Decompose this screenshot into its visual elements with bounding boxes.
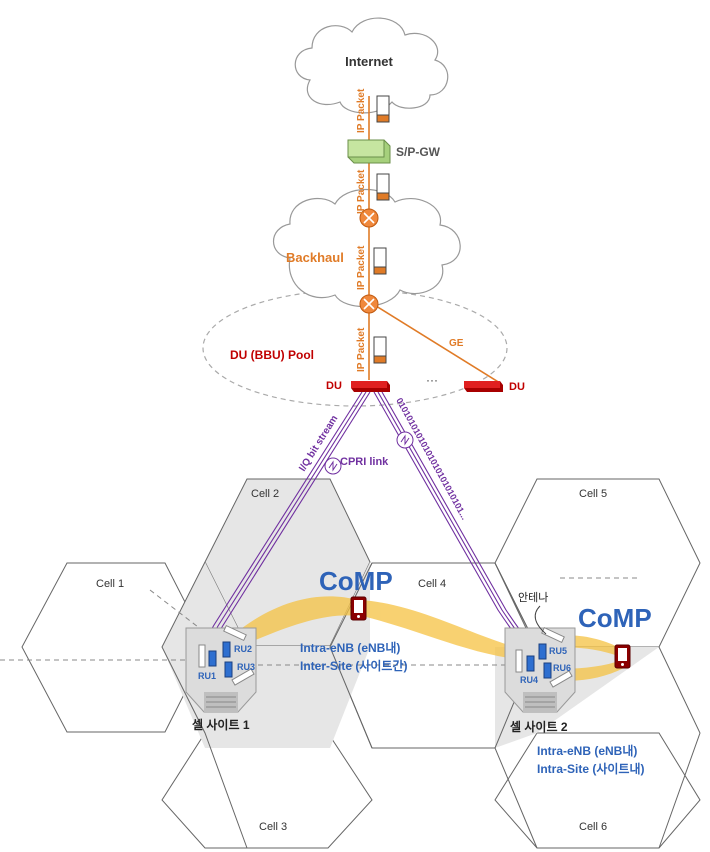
du-left-label: DU (326, 380, 342, 392)
bit-stream-digits: 01010101010101010101010101... (394, 396, 469, 521)
intra-site-line-2: Intra-Site (사이트내) (537, 761, 645, 776)
cell-4-label: Cell 4 (418, 578, 446, 590)
inter-site-line-2: Inter-Site (사이트간) (300, 658, 408, 673)
cell-2-label: Cell 2 (251, 488, 279, 500)
intra-site-line-1: Intra-eNB (eNB내) (537, 743, 637, 758)
cell-site-2-label: 셀 사이트 2 (510, 719, 568, 734)
ru1-icon (208, 650, 217, 667)
comp-beam-inter-site-left (232, 596, 358, 648)
cell-boundary-dashes (0, 577, 640, 666)
cell-site-1-tower (185, 624, 257, 713)
du-right-label: DU (509, 381, 525, 393)
ru5-label: RU5 (549, 646, 567, 656)
cpri-transceiver-left (324, 457, 342, 475)
du-pool-ellipse (202, 289, 508, 407)
du-device-left (351, 381, 390, 392)
inter-site-line-1: Intra-eNB (eNB내) (300, 640, 400, 655)
ru1-label: RU1 (198, 671, 216, 681)
comp-beam-inter-site-right (362, 600, 525, 660)
ru3-label: RU3 (237, 662, 255, 672)
antenna-pointer (534, 605, 547, 635)
ip-packet-box-4 (373, 336, 387, 364)
ip-packet-label-4: IP Packet (356, 327, 367, 372)
spgw-label: S/P-GW (396, 145, 441, 159)
ip-packet-label-2: IP Packet (356, 169, 367, 214)
ru2-icon (222, 641, 231, 658)
cell-3-label: Cell 3 (259, 821, 287, 833)
ip-packet-label-3: IP Packet (356, 245, 367, 290)
backhaul-cloud (273, 188, 461, 307)
cell-1-hex (21, 562, 209, 733)
comp-label-inter-site: CoMP (319, 566, 393, 596)
router-icon-backhaul (359, 208, 379, 228)
du-pool-label: DU (BBU) Pool (230, 348, 314, 362)
internet-cloud (294, 17, 449, 114)
mobile-device-intra-site (614, 644, 631, 669)
cell-site-2-tower (504, 626, 576, 713)
spgw-icon (347, 139, 391, 164)
cell-site-1-label: 셀 사이트 1 (192, 717, 250, 732)
du-device-right (464, 381, 503, 392)
ru4-icon (526, 655, 535, 672)
ru2-label: RU2 (234, 644, 252, 654)
cell-5-label: Cell 5 (579, 488, 607, 500)
ru4-label: RU4 (520, 675, 538, 685)
ru6-icon (543, 662, 552, 679)
ip-packet-label-1: IP Packet (356, 88, 367, 133)
backhaul-label: Backhaul (286, 250, 344, 265)
ip-packets (373, 95, 390, 364)
ge-label: GE (449, 338, 464, 349)
cpri-transceiver-right (396, 431, 414, 449)
ge-link (375, 305, 501, 384)
ip-packet-box-2 (376, 173, 390, 201)
cell-1-label: Cell 1 (96, 578, 124, 590)
internet-label: Internet (345, 54, 393, 69)
cell-6-label: Cell 6 (579, 821, 607, 833)
router-icon-pool (359, 294, 379, 314)
ru6-label: RU6 (553, 663, 571, 673)
cpri-link-label: CPRI link (340, 456, 389, 468)
ip-backbone (368, 96, 501, 384)
ru3-icon (224, 661, 233, 678)
ru5-icon (538, 643, 547, 660)
ip-packet-box-3 (373, 247, 387, 275)
mobile-device-inter-site (350, 596, 367, 621)
antenna-label: 안테나 (518, 591, 548, 604)
ip-packet-box-1 (376, 95, 390, 123)
du-ellipsis: ··· (426, 373, 438, 387)
comp-label-intra-site: CoMP (578, 603, 652, 633)
